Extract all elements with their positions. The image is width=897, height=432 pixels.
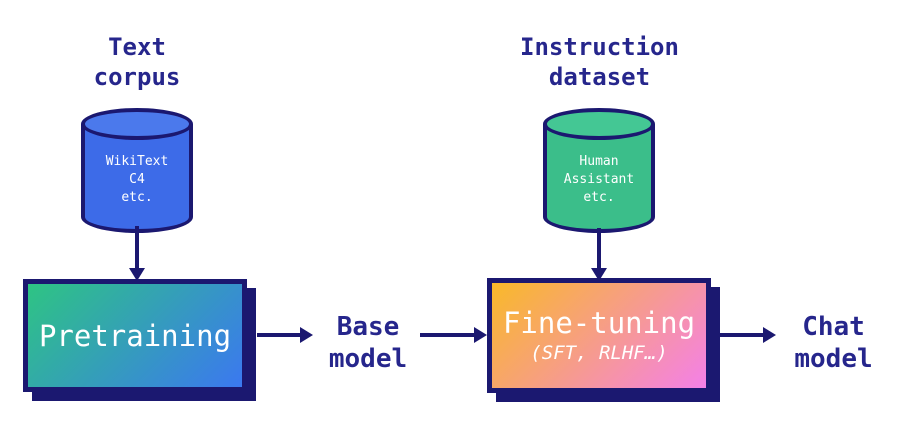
cylinder-body (81, 124, 193, 233)
text-corpus-heading: Text corpus (57, 32, 217, 92)
arrow-instruction-to-finetuning (591, 228, 607, 281)
pretraining-box-title: Pretraining (38, 318, 232, 353)
arrow-line (257, 333, 303, 337)
base-model-label-line1: Base (336, 312, 400, 342)
pretraining-box: Pretraining (23, 279, 247, 392)
instruction-dataset-item: Human (579, 154, 619, 169)
instruction-dataset-heading: Instruction dataset (502, 32, 697, 92)
text-corpus-heading-line2: corpus (93, 63, 181, 91)
chat-model-label-line1: Chat (802, 312, 865, 342)
instruction-cylinder-label: Human Assistant etc. (543, 153, 655, 207)
arrow-base-model-to-finetuning (420, 327, 487, 343)
corpus-dataset-item: etc. (121, 190, 153, 205)
base-model-label: Base model (313, 311, 423, 375)
chat-model-label-line2: model (794, 344, 873, 374)
arrow-head-right-icon (474, 327, 487, 343)
arrow-head-right-icon (763, 327, 776, 343)
arrow-corpus-to-pretraining (129, 226, 145, 281)
instruction-dataset-database-cylinder-icon: Human Assistant etc. (543, 108, 655, 233)
cylinder-top-ellipse (543, 108, 655, 140)
finetuning-box-title: Fine-tuning (502, 305, 696, 340)
arrow-head-down-icon (591, 268, 607, 281)
instruction-dataset-item: etc. (583, 190, 615, 205)
text-corpus-cylinder-label: WikiText C4 etc. (81, 153, 193, 207)
arrow-finetuning-to-chat-model (716, 327, 776, 343)
arrow-head-down-icon (129, 268, 145, 281)
arrow-head-right-icon (300, 327, 313, 343)
finetuning-box: Fine-tuning (SFT, RLHF…) (487, 278, 711, 393)
cylinder-body (543, 124, 655, 233)
text-corpus-heading-line1: Text (108, 33, 166, 61)
corpus-dataset-item: WikiText (105, 154, 169, 169)
base-model-label-line2: model (328, 344, 408, 374)
arrow-line (716, 333, 765, 337)
arrow-pretraining-to-base-model (257, 327, 313, 343)
arrow-line (135, 226, 139, 270)
instruction-dataset-heading-line1: Instruction (520, 33, 679, 61)
instruction-dataset-item: Assistant (563, 172, 635, 187)
instruction-dataset-heading-line2: dataset (548, 63, 651, 91)
cylinder-top-ellipse (81, 108, 193, 140)
arrow-line (597, 228, 601, 270)
arrow-line (420, 333, 476, 337)
chat-model-label: Chat model (776, 311, 891, 375)
corpus-dataset-item: C4 (129, 172, 145, 187)
finetuning-box-subtitle: (SFT, RLHF…) (530, 341, 668, 364)
text-corpus-database-cylinder-icon: WikiText C4 etc. (81, 108, 193, 233)
